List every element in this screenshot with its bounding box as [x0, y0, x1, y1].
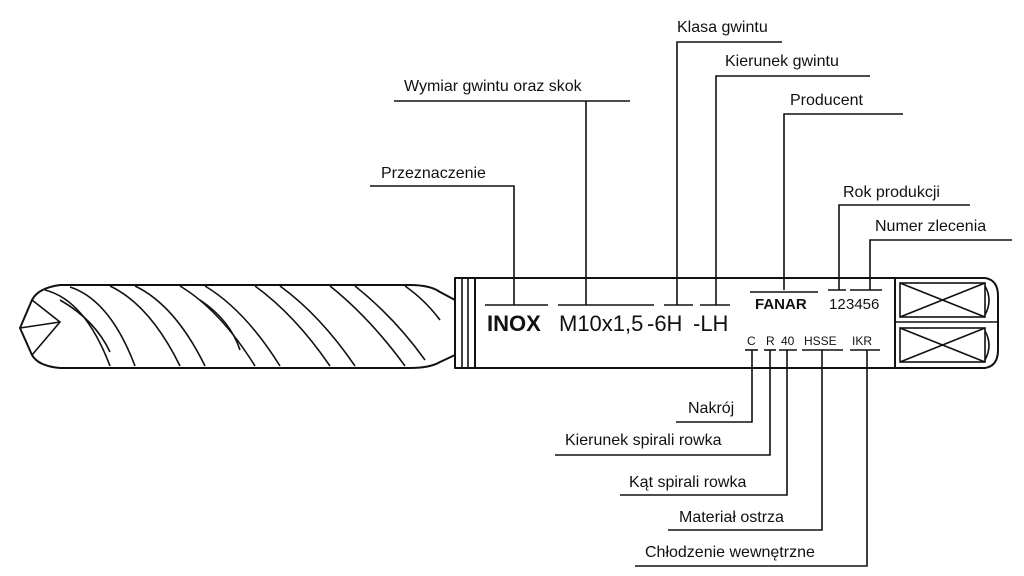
tap-square-drive	[895, 277, 999, 369]
callout-cooling: Chłodzenie wewnętrzne	[645, 544, 815, 561]
callout-flute-angle: Kąt spirali rowka	[629, 474, 746, 491]
tap-shank	[475, 277, 896, 369]
marking-year: 12	[829, 296, 846, 313]
callout-flute-direction: Kierunek spirali rowka	[565, 432, 722, 449]
callout-production-year: Rok produkcji	[843, 184, 940, 201]
top-callouts: Klasa gwintu Kierunek gwintu Wymiar gwin…	[370, 19, 1012, 306]
marking-inox: INOX	[487, 311, 541, 336]
marking-thread-class: -6H	[647, 311, 682, 336]
callout-chamfer: Nakrój	[688, 400, 734, 417]
bottom-callouts: Nakrój Kierunek spirali rowka Kąt spiral…	[555, 349, 880, 567]
shank-markings: INOX M10x1,5 -6H -LH FANAR 12 3456 C R 4…	[487, 296, 879, 348]
callout-thread-size-pitch: Wymiar gwintu oraz skok	[404, 78, 583, 95]
marking-material: HSSE	[804, 334, 837, 348]
callout-cutting-material: Materiał ostrza	[679, 509, 784, 526]
marking-fanar: FANAR	[755, 296, 807, 313]
tap-tool-drawing	[19, 277, 999, 369]
tap-tip	[19, 284, 456, 369]
marking-thread-size: M10x1,5	[559, 311, 643, 336]
tap-collar	[454, 277, 476, 369]
spiral-flutes	[44, 285, 441, 367]
marking-flute-angle: 40	[781, 334, 795, 348]
callout-thread-class: Klasa gwintu	[677, 19, 768, 36]
callout-thread-direction: Kierunek gwintu	[725, 53, 839, 70]
marking-thread-direction: -LH	[693, 311, 728, 336]
callout-manufacturer: Producent	[790, 92, 863, 109]
marking-cooling: IKR	[852, 334, 872, 348]
callout-purpose: Przeznaczenie	[381, 165, 486, 182]
marking-flute-direction: R	[766, 334, 775, 348]
marking-order-number: 3456	[846, 296, 879, 313]
callout-order-number: Numer zlecenia	[875, 218, 986, 235]
marking-chamfer: C	[747, 334, 756, 348]
